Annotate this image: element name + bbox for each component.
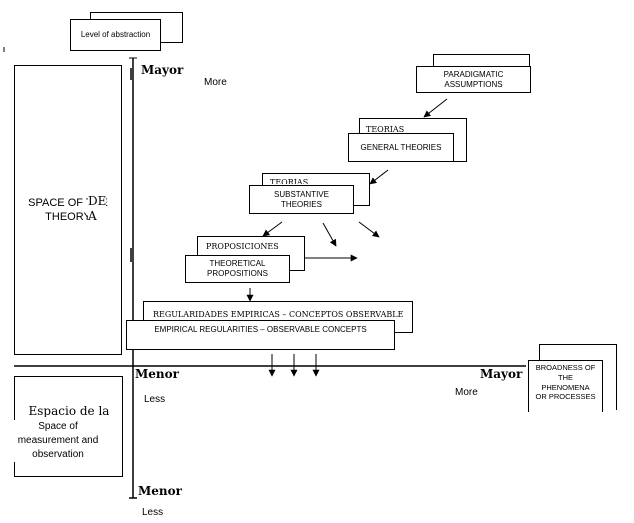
breadth-box: BROADNESS OF THE PHENOMENA OR PROCESSES	[528, 360, 603, 412]
space-of-theory-residual: DE A	[88, 194, 107, 224]
vertical-top-sub: More	[204, 77, 227, 88]
measurement-residual-title: Espacio de la	[18, 403, 120, 417]
vertical-middle-sub: Less	[144, 394, 166, 405]
general-label: GENERAL THEORIES	[360, 142, 442, 152]
measurement-label: Space of measurement and observation	[14, 420, 102, 462]
regularities-ghost-text: REGULARIDADES EMPÍRICAS – CONCEPTOS OBSE…	[153, 310, 403, 318]
general-ghost-text: TEORÍAS	[366, 125, 405, 132]
arrow-paradigmatic-to-general	[423, 98, 448, 118]
propositions-label: THEORETICAL PROPOSITIONS	[207, 259, 268, 278]
space-of-theory-label: SPACE OF THE THEORY	[28, 197, 108, 223]
substantive-box: SUBSTANTIVE THEORIES	[249, 185, 354, 214]
paradigmatic-label: PARADIGMATIC ASSUMPTIONS	[443, 69, 504, 89]
substantive-ghost-text: TEORÍAS	[270, 178, 309, 184]
general-box: GENERAL THEORIES	[348, 133, 454, 162]
arrow-substantive-down	[322, 222, 337, 247]
vertical-middle-label: Menor	[135, 367, 179, 381]
horizontal-right-sub: More	[455, 387, 478, 398]
horizontal-right-label: Mayor	[480, 367, 523, 381]
abstraction-label: Level of abstraction	[80, 30, 151, 39]
propositions-box: THEORETICAL PROPOSITIONS	[185, 255, 290, 283]
regularities-label: EMPIRICAL REGULARITIES – OBSERVABLE CONC…	[154, 325, 367, 334]
arrow-substantive-to-propositions	[262, 221, 283, 237]
vertical-bottom-label: Menor	[138, 484, 182, 498]
vertical-top-label: Mayor	[141, 63, 184, 77]
breadth-label: BROADNESS OF THE PHENOMENA OR PROCESSES	[535, 363, 596, 402]
vertical-bottom-sub: Less	[142, 507, 164, 518]
regularities-box: EMPIRICAL REGULARITIES – OBSERVABLE CONC…	[126, 320, 395, 350]
substantive-label: SUBSTANTIVE THEORIES	[274, 189, 329, 209]
arrow-substantive-right	[358, 221, 380, 238]
arrow-general-to-substantive	[369, 169, 389, 185]
paradigmatic-box: PARADIGMATIC ASSUMPTIONS	[416, 66, 531, 93]
abstraction-box: Level of abstraction	[70, 19, 161, 51]
propositions-ghost-text: PROPOSICIONES	[206, 242, 279, 251]
